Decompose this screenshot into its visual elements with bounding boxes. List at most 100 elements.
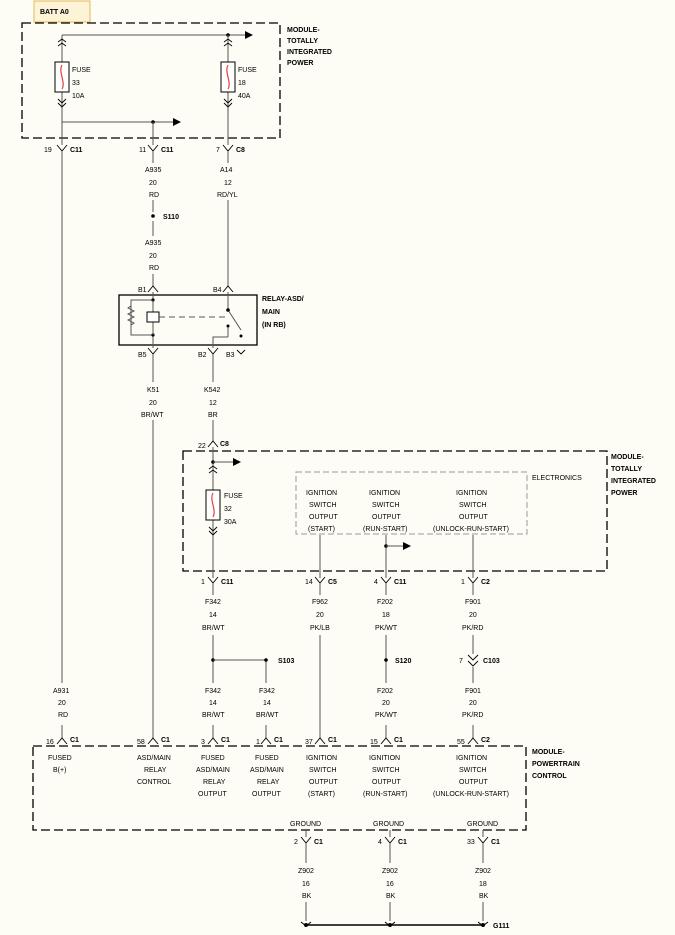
pcm-pin-7-line-1: IGNITION: [456, 755, 487, 762]
c2-55-pin: 55: [457, 739, 465, 746]
output-run-start-line-1: IGNITION: [369, 490, 400, 497]
f342-c-id: F342: [259, 688, 275, 695]
c11-1-pin: 1: [201, 579, 205, 586]
pcm-pin-2-line-2: RELAY: [144, 767, 167, 774]
pcm-pin-6-line-2: SWITCH: [372, 767, 400, 774]
c1-2-pin: 2: [294, 839, 298, 846]
f901-a-gauge: 20: [469, 612, 477, 619]
c11-4-id: C11: [394, 579, 407, 586]
output-unlock-run-start: IGNITION SWITCH OUTPUT (UNLOCK-RUN-START…: [433, 490, 509, 533]
c1-2-connector-icon: [300, 836, 312, 844]
f901-b-color: PK/RD: [462, 712, 483, 719]
f342-a-gauge: 14: [209, 612, 217, 619]
f962-gauge: 20: [316, 612, 324, 619]
a931-color: RD: [58, 712, 68, 719]
pcm-pin-3-line-3: RELAY: [203, 779, 226, 786]
ground-node-3: [481, 923, 485, 927]
pcm-pin-2-line-3: CONTROL: [137, 779, 171, 786]
f901-a-color: PK/RD: [462, 625, 483, 632]
pcm-label: MODULE- POWERTRAIN CONTROL: [532, 749, 580, 780]
f342-a-color: BR/WT: [202, 625, 225, 632]
b2-label: B2: [198, 352, 207, 359]
fuse18-top-chevron: [223, 38, 233, 47]
output-unlock-line-1: IGNITION: [456, 490, 487, 497]
pcm-line-1: MODULE-: [532, 749, 565, 756]
pcm-pin-fused-b: FUSED B(+): [48, 755, 72, 774]
fuse33-label-1: FUSE: [72, 67, 91, 74]
tip-bottom-line-1: MODULE-: [611, 454, 644, 461]
z902-c-gauge: 18: [479, 881, 487, 888]
pcm-pin-1-line-2: B(+): [53, 767, 66, 774]
relay-line-2: MAIN: [262, 309, 280, 316]
a931-id: A931: [53, 688, 69, 695]
fuse32-label-1: FUSE: [224, 493, 243, 500]
k51-gauge: 20: [149, 400, 157, 407]
b5-connector-icon: [147, 347, 159, 355]
c1-3-connector-icon: [207, 737, 219, 745]
c1-33-id: C1: [491, 839, 500, 846]
c1-2-id: C1: [314, 839, 323, 846]
a935-top-id: A935: [145, 167, 161, 174]
f202-b-color: PK/WT: [375, 712, 398, 719]
output-start-line-1: IGNITION: [306, 490, 337, 497]
relay-label: RELAY-ASD/ MAIN (IN RB): [262, 296, 304, 329]
tip-top-line-3: INTEGRATED: [287, 49, 332, 56]
a935-top-color: RD: [149, 192, 159, 199]
relay-nc-contact: [226, 324, 230, 328]
tip-top-line-2: TOTALLY: [287, 38, 318, 45]
relay-switch-arm: [227, 292, 242, 331]
f962-color: PK/LB: [310, 625, 330, 632]
b3-label: B3: [226, 352, 235, 359]
z902-c-id: Z902: [475, 868, 491, 875]
pcm-pin-6-line-4: (RUN-START): [363, 791, 407, 798]
c2-55-id: C2: [481, 737, 490, 744]
relay-switch-pivot: [226, 308, 230, 312]
ground-stub-wires: [305, 830, 484, 837]
k51-id: K51: [147, 387, 160, 394]
pcm-pin-4-line-4: OUTPUT: [252, 791, 282, 798]
output-run-start: IGNITION SWITCH OUTPUT (RUN-START): [363, 490, 407, 533]
c1-37-id: C1: [328, 737, 337, 744]
b5-label: B5: [138, 352, 147, 359]
tip-bottom-line-4: POWER: [611, 490, 637, 497]
c8-22-id: C8: [220, 441, 229, 448]
c103-7-pin: 7: [459, 658, 463, 665]
a931-gauge: 20: [58, 700, 66, 707]
pcm-pin-4-line-2: ASD/MAIN: [250, 767, 284, 774]
tip-top-label: MODULE- TOTALLY INTEGRATED POWER: [287, 27, 332, 67]
output-start-line-4: (START): [308, 526, 335, 533]
pcm-pin-asd-control: ASD/MAIN RELAY CONTROL: [137, 755, 171, 786]
tip-bottom-line-2: TOTALLY: [611, 466, 642, 473]
output-run-start-line-4: (RUN-START): [363, 526, 407, 533]
k542-id: K542: [204, 387, 220, 394]
f202-a-id: F202: [377, 599, 393, 606]
c8-22-pin: 22: [198, 443, 206, 450]
f962-id: F962: [312, 599, 328, 606]
pcm-pin-ign-start: IGNITION SWITCH OUTPUT (START): [306, 755, 339, 798]
pcm-pin-6-line-3: OUTPUT: [372, 779, 402, 786]
pcm-pin-4-line-1: FUSED: [255, 755, 279, 762]
f342-b-color: BR/WT: [202, 712, 225, 719]
fuse33-label-2: 33: [72, 80, 80, 87]
output-start-line-2: SWITCH: [309, 502, 337, 509]
relay-coil-icon: [146, 311, 160, 323]
c1-4-id: C1: [398, 839, 407, 846]
c1-58-pin: 58: [137, 739, 145, 746]
run-start-bus-arrow: [403, 542, 411, 550]
output-run-start-line-2: SWITCH: [372, 502, 400, 509]
c103-7-connector-icon: [467, 654, 479, 667]
s103-label: S103: [278, 658, 294, 665]
c11-11-pin: 11: [139, 147, 146, 154]
ground-node-2: [388, 923, 392, 927]
a935-top-gauge: 20: [149, 180, 157, 187]
c8-22-connector-icon: [207, 440, 219, 448]
c8-7-id: C8: [236, 147, 245, 154]
pcm-pin-ign-unlock: IGNITION SWITCH OUTPUT (UNLOCK-RUN-START…: [433, 755, 509, 798]
f202-a-gauge: 18: [382, 612, 390, 619]
c1-15-connector-icon: [380, 737, 392, 745]
f342-b-wire: [213, 659, 267, 738]
pcm-pin-2-line-1: ASD/MAIN: [137, 755, 171, 762]
c11-19-id: C11: [70, 147, 83, 154]
pcm-pin-asd-output-1: FUSED ASD/MAIN RELAY OUTPUT: [196, 755, 230, 798]
